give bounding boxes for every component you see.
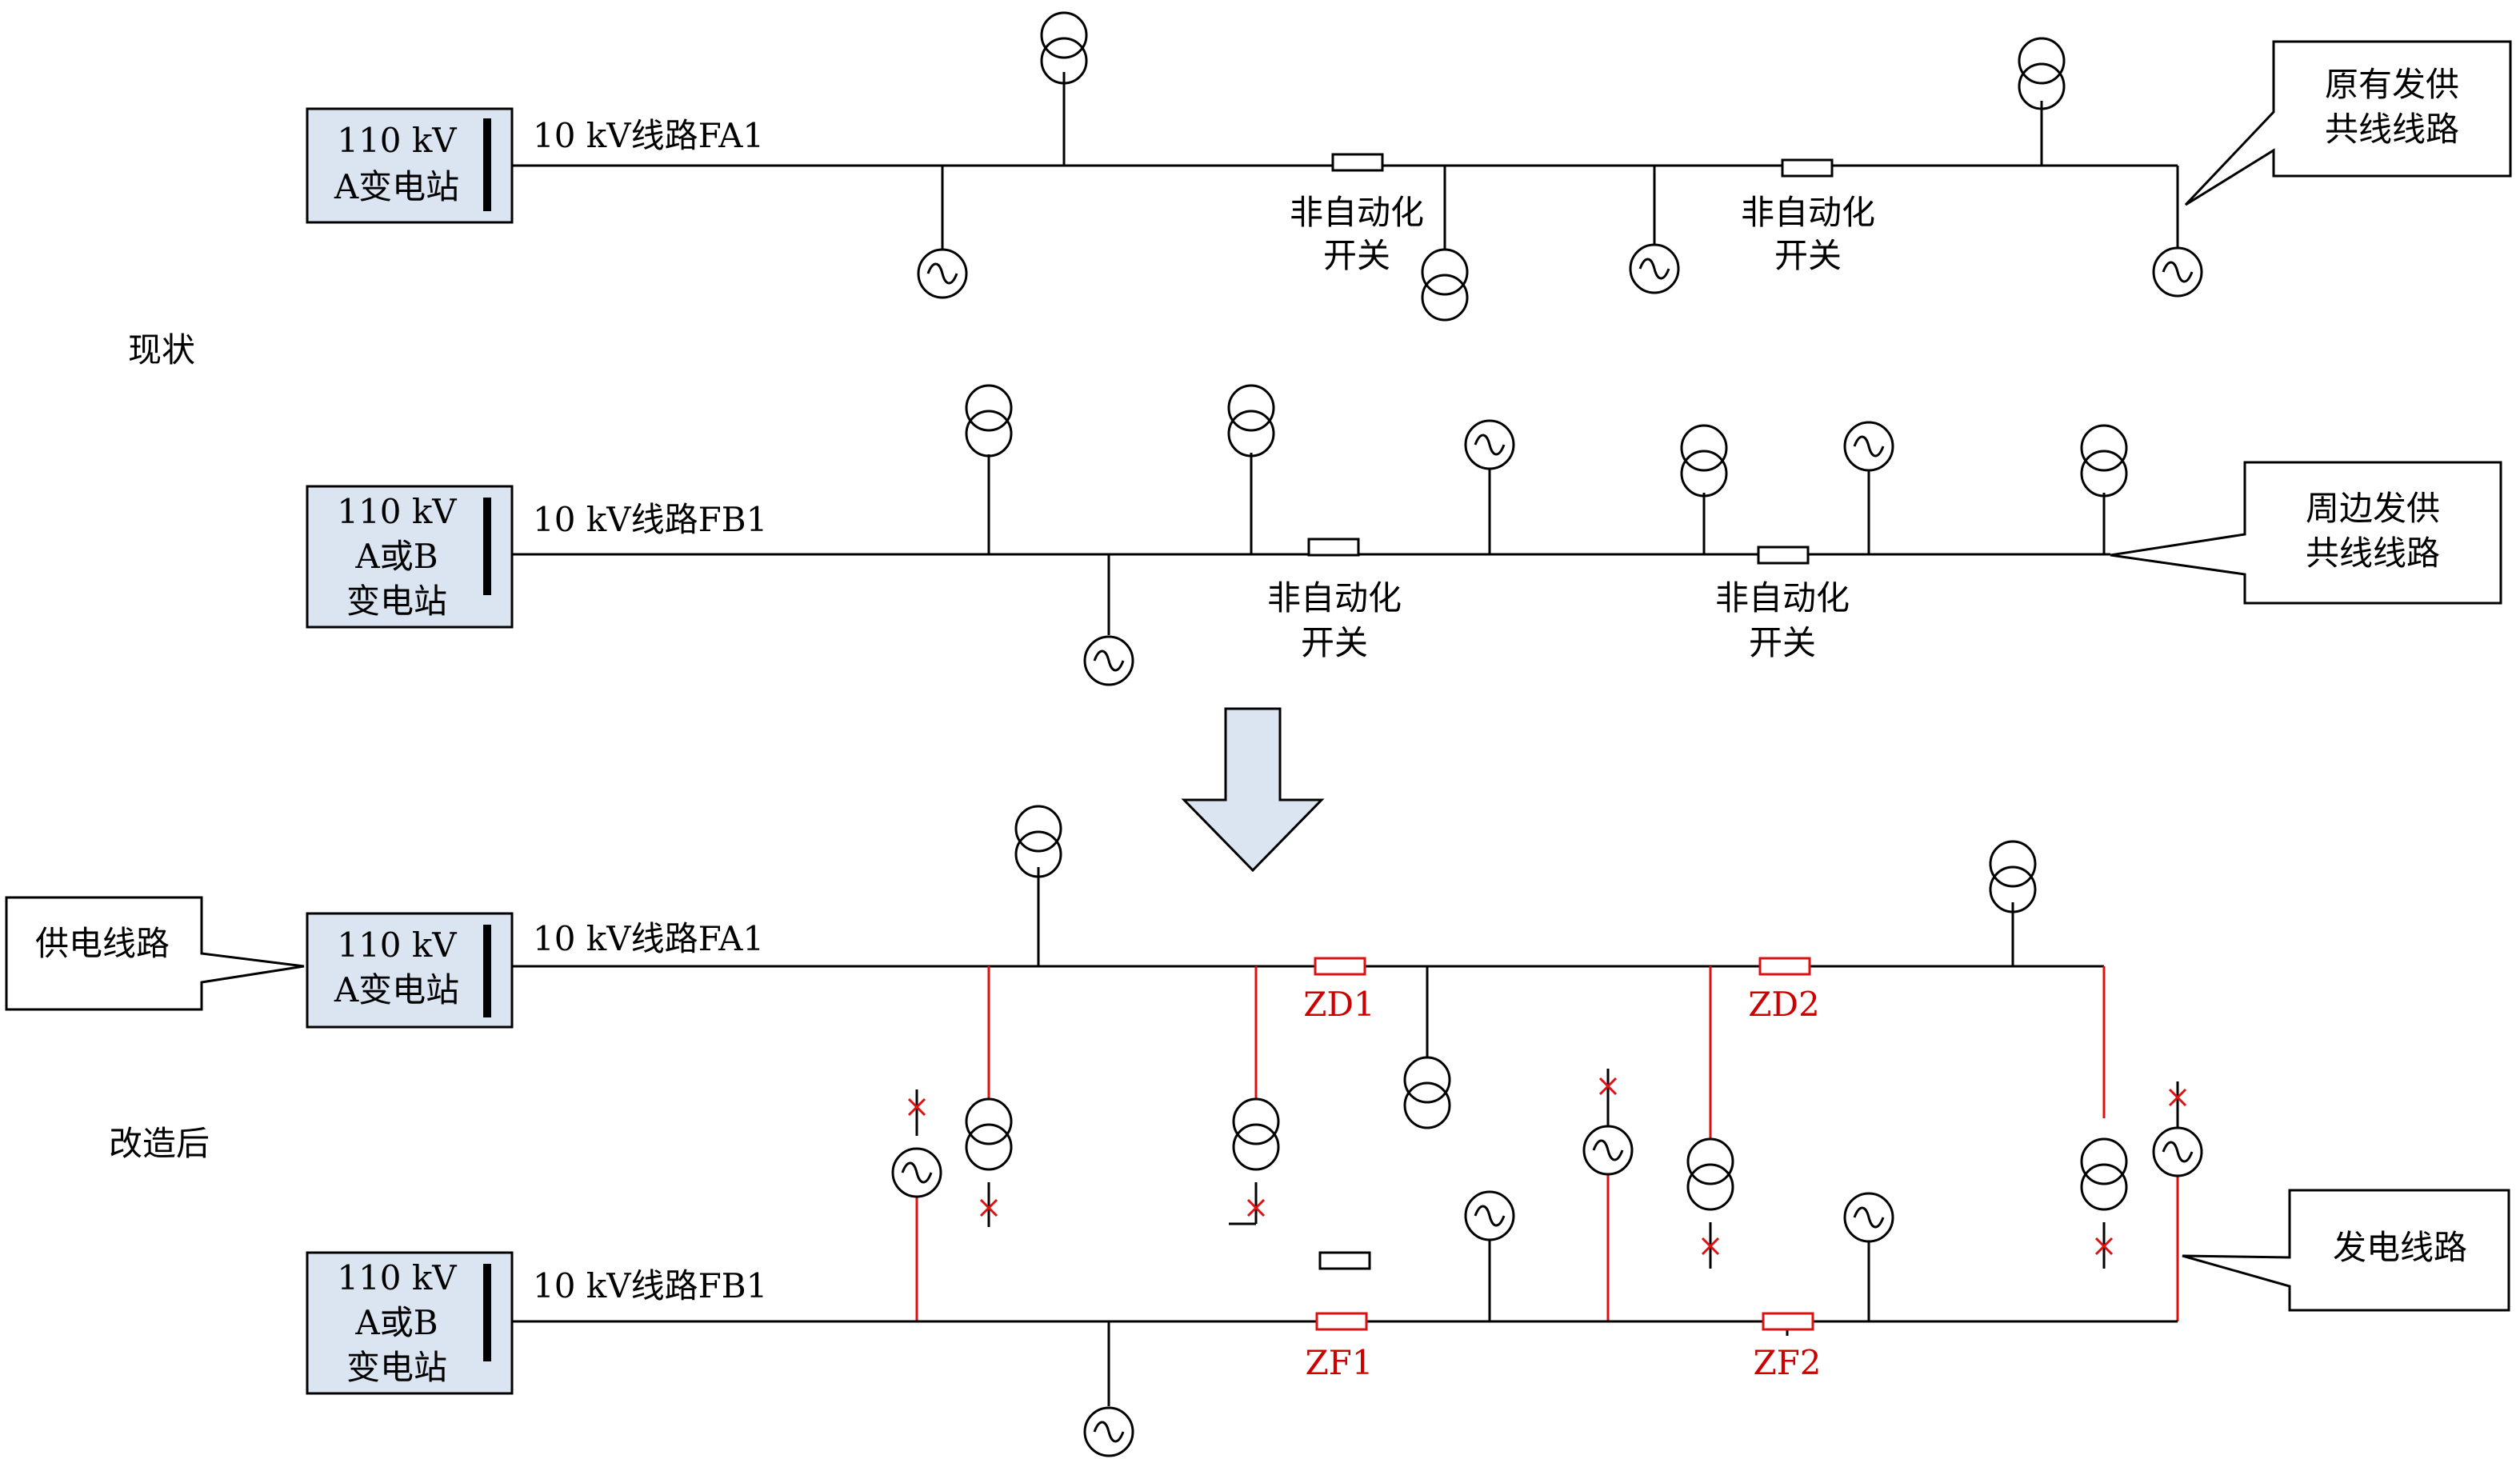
- generator-icon: [1464, 1190, 1515, 1241]
- svg-text:共线线路: 共线线路: [2325, 110, 2459, 149]
- generator-branches: [915, 1174, 2179, 1321]
- svg-text:开关: 开关: [1301, 623, 1368, 662]
- station-ab-bottom: 110 kV A或B 变电站: [306, 1251, 514, 1395]
- callout-original-line: 原有发供 共线线路: [2184, 40, 2512, 206]
- svg-text:A或B: A或B: [354, 1303, 438, 1342]
- generator-icon: [1843, 421, 1894, 472]
- generator-icon: [1464, 419, 1515, 470]
- svg-text:A变电站: A变电站: [334, 970, 459, 1009]
- callout-gen-line: 发电线路: [2182, 1189, 2510, 1312]
- transformer-icon: [1680, 424, 1728, 498]
- transformer-icon: [1989, 840, 2037, 913]
- switch-label-4: 非自动化: [1715, 578, 1850, 618]
- callout-nearby-line: 周边发供 共线线路: [2110, 461, 2502, 605]
- line-label-fb1-mid: 10 kV线路FB1: [533, 500, 767, 539]
- generator-icon: [1843, 1192, 1894, 1243]
- svg-text:原有发供: 原有发供: [2325, 65, 2459, 104]
- svg-text:供电线路: 供电线路: [35, 924, 170, 963]
- transformer-icon: [1227, 384, 1275, 458]
- transformer-icon: [1014, 805, 1062, 878]
- svg-text:变电站: 变电站: [346, 582, 447, 621]
- section-label-after: 改造后: [109, 1124, 210, 1163]
- station-a-bottom: 110 kV A变电站: [306, 912, 514, 1029]
- svg-text:110 kV: 110 kV: [337, 492, 457, 531]
- zd1-label: ZD1: [1303, 985, 1375, 1024]
- removed-connections: [915, 1069, 2179, 1269]
- generator-icon: [917, 248, 968, 299]
- switch-top-1: [1331, 153, 1384, 172]
- section-label-current: 现状: [128, 330, 195, 370]
- svg-text:发电线路: 发电线路: [2333, 1228, 2467, 1267]
- transformer-icon: [2018, 37, 2066, 110]
- switch-zd1: [1314, 957, 1366, 976]
- switch-mid-1: [1307, 538, 1360, 557]
- transformer-icon: [965, 384, 1013, 458]
- line-label-fa1-bottom: 10 kV线路FA1: [533, 919, 764, 958]
- line-label-fb1-bottom: 10 kV线路FB1: [533, 1266, 767, 1305]
- switch-removed: [1318, 1251, 1371, 1270]
- generator-icon: [2152, 246, 2203, 298]
- svg-text:开关: 开关: [1774, 236, 1842, 275]
- generator-icon: [1582, 1125, 1634, 1176]
- generator-icon: [1083, 635, 1134, 686]
- transformer-icon: [1421, 248, 1469, 322]
- generator-icon: [891, 1147, 942, 1198]
- switch-zf2: [1762, 1312, 1814, 1331]
- svg-text:110 kV: 110 kV: [337, 925, 457, 965]
- zd2-label: ZD2: [1748, 985, 1820, 1024]
- svg-text:开关: 开关: [1749, 623, 1816, 662]
- station-ab-mid: 110 kV A或B 变电站: [306, 485, 514, 629]
- transition-arrow-icon: [1181, 707, 1325, 873]
- svg-text:变电站: 变电站: [346, 1348, 447, 1387]
- generator-icon: [1083, 1406, 1134, 1457]
- line-label-fa1-top: 10 kV线路FA1: [533, 116, 764, 155]
- svg-text:周边发供: 周边发供: [2306, 489, 2440, 528]
- switch-label-1: 非自动化: [1290, 193, 1424, 232]
- zf1-label: ZF1: [1305, 1343, 1373, 1382]
- switch-label-2: 非自动化: [1741, 193, 1875, 232]
- switch-label-3: 非自动化: [1267, 578, 1402, 618]
- transferred-branches: [987, 966, 1712, 1139]
- svg-text:A或B: A或B: [354, 537, 438, 576]
- transformer-icon: [1686, 1137, 1734, 1211]
- cross-mark-icon: [907, 1077, 2187, 1256]
- svg-text:开关: 开关: [1323, 236, 1390, 275]
- switch-zf1: [1315, 1312, 1368, 1331]
- svg-text:110 kV: 110 kV: [337, 121, 457, 160]
- station-a-top: 110 kV A变电站: [306, 107, 514, 224]
- svg-text:共线线路: 共线线路: [2306, 534, 2440, 573]
- transformer-icon: [1232, 1097, 1280, 1171]
- generator-icon: [2152, 1126, 2203, 1177]
- switch-mid-2: [1757, 546, 1810, 565]
- callout-supply-line: 供电线路: [5, 896, 305, 1011]
- switch-zd2: [1758, 957, 1811, 976]
- transformer-icon: [2080, 1137, 2128, 1211]
- feeder-fa1-after: [512, 867, 2104, 1061]
- transformer-icon: [965, 1097, 1013, 1171]
- svg-text:110 kV: 110 kV: [337, 1258, 457, 1297]
- svg-text:A变电站: A变电站: [334, 167, 459, 206]
- transformer-icon: [2080, 424, 2128, 498]
- zf2-label: ZF2: [1753, 1343, 1821, 1382]
- generator-icon: [1629, 243, 1680, 294]
- switch-top-2: [1781, 158, 1834, 178]
- transformer-icon: [1403, 1056, 1451, 1129]
